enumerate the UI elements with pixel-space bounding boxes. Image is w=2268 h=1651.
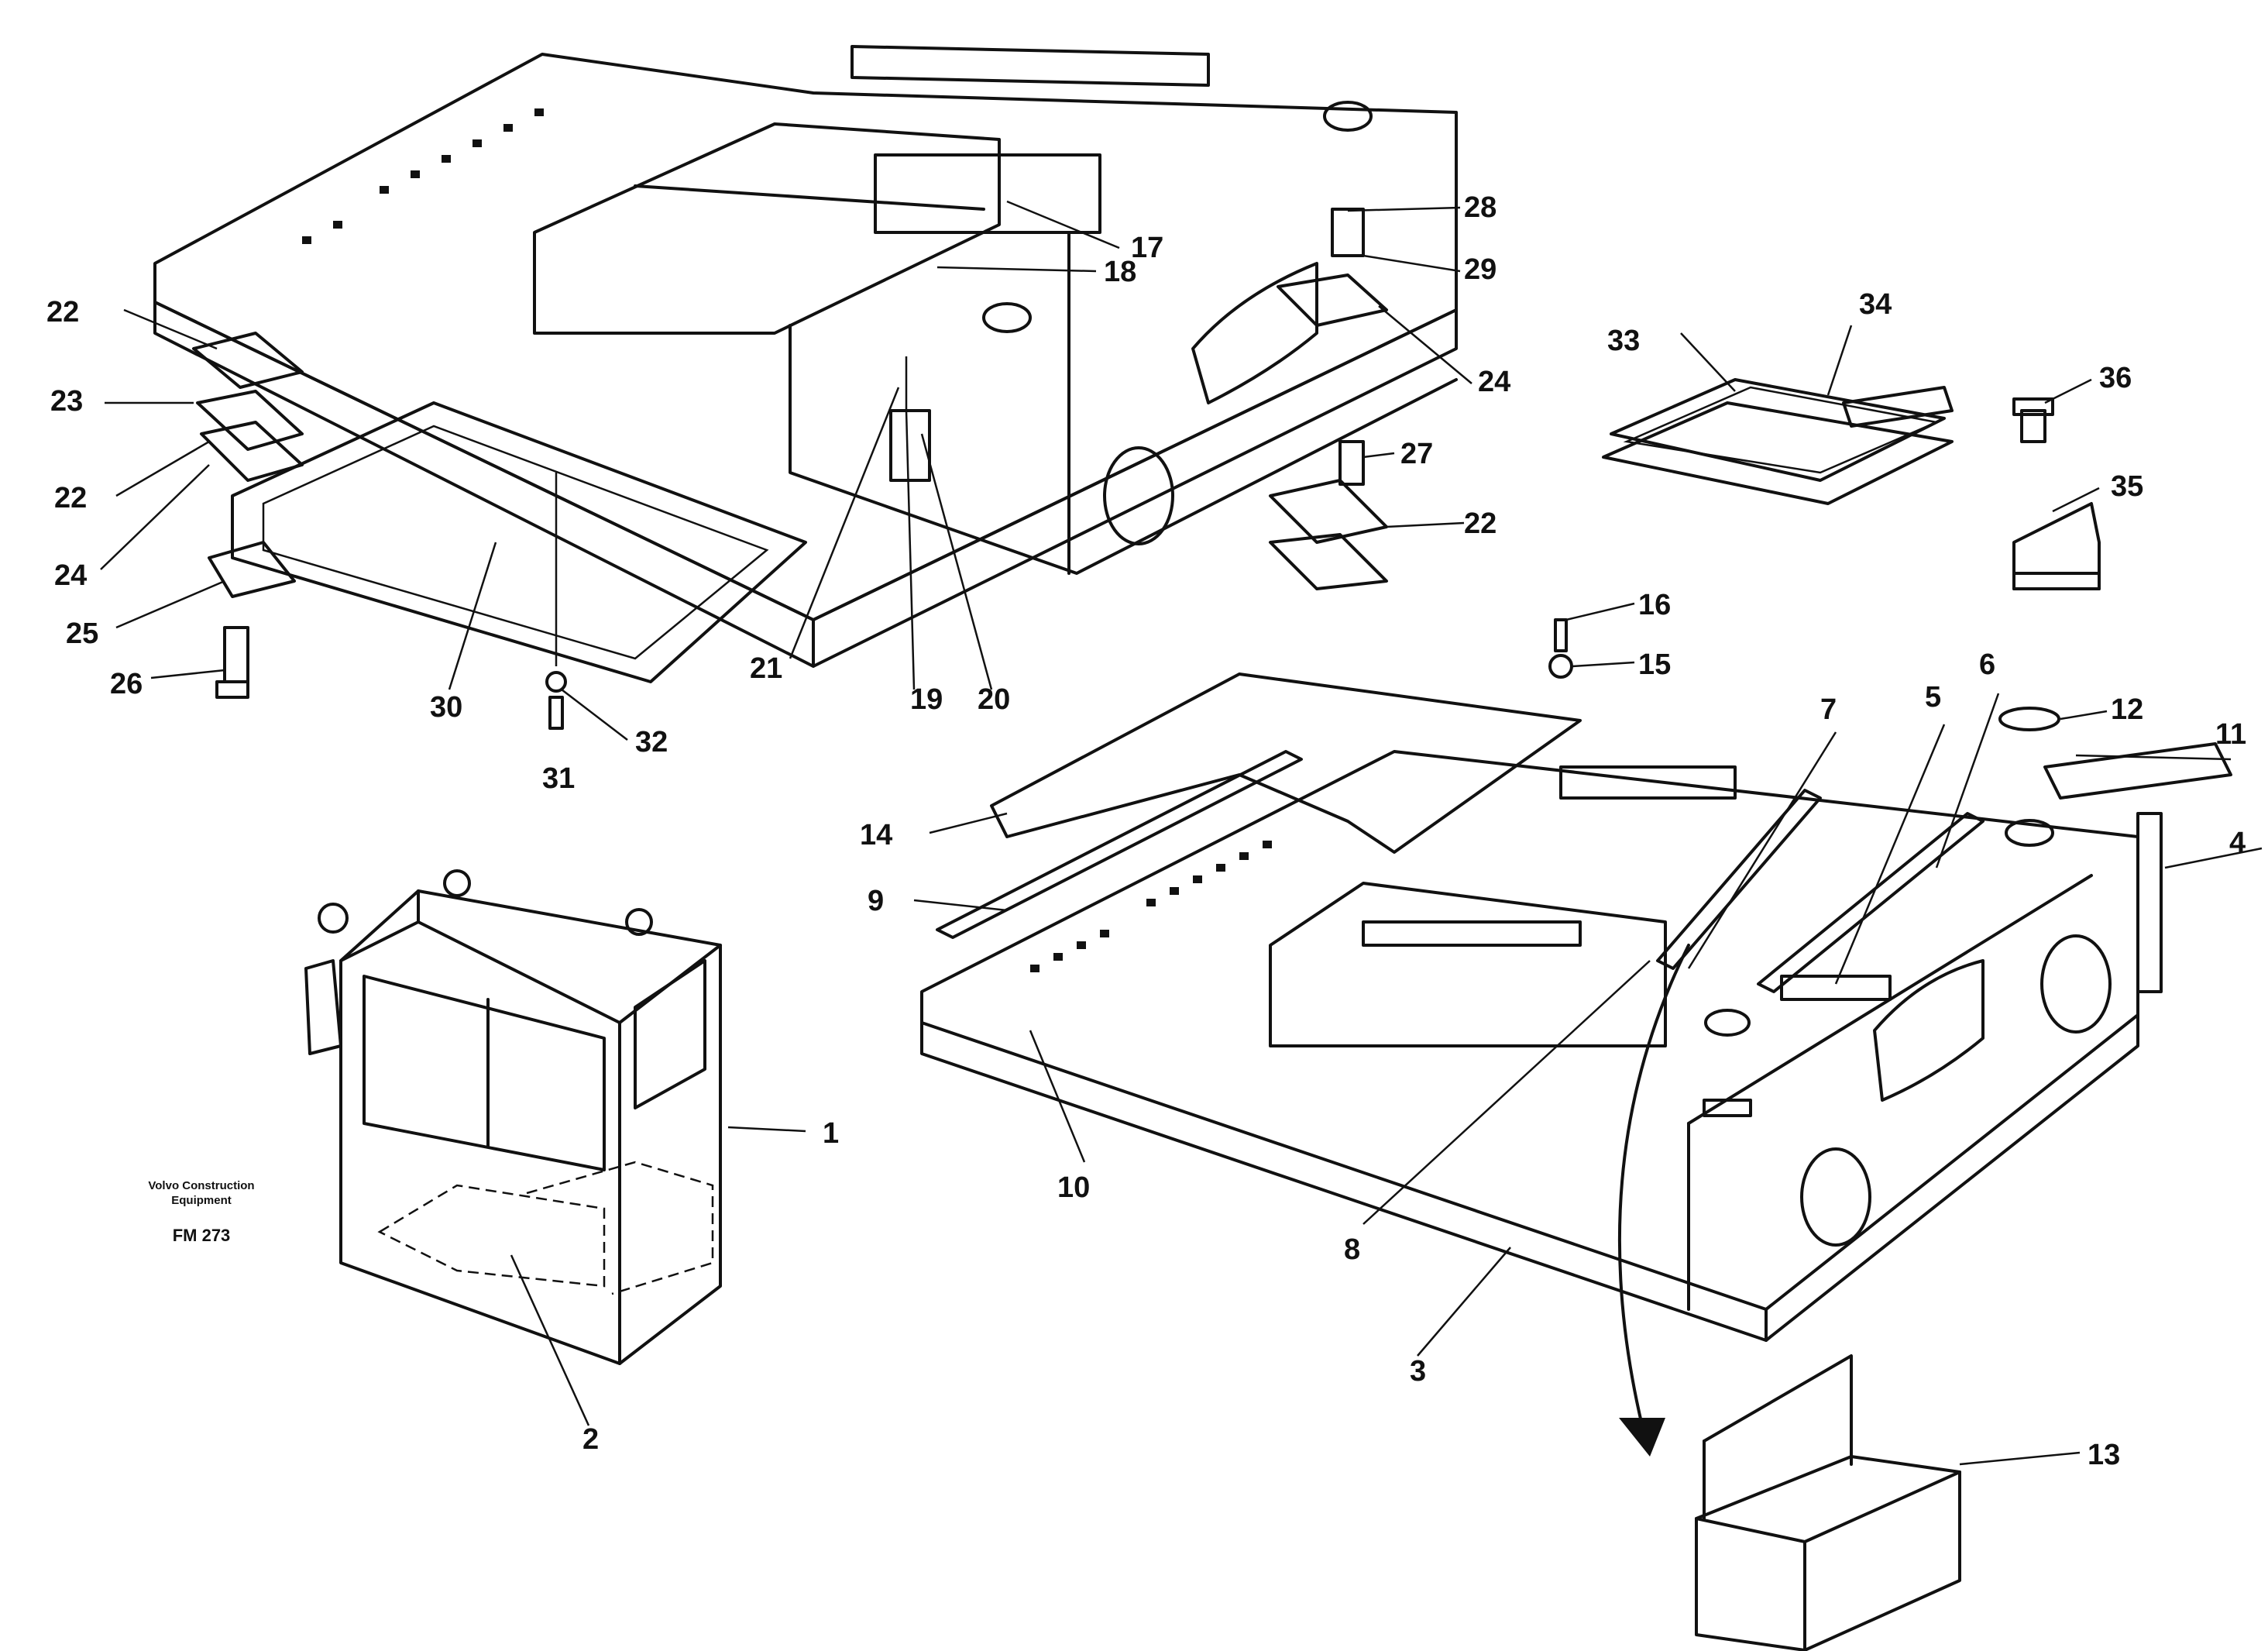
callout-10: 10 [1057,1171,1090,1204]
callout-11: 11 [2215,718,2246,751]
callout-8: 8 [1344,1233,1360,1266]
callout-27: 27 [1400,438,1433,470]
upper-frame-assembly [153,45,1458,730]
callout-36: 36 [2099,362,2132,394]
callout-5: 5 [1925,681,1941,714]
callout-19: 19 [910,683,943,716]
callout-30: 30 [430,691,462,724]
callout-34: 34 [1859,288,1892,321]
callout-6: 6 [1979,648,1995,681]
callout-20: 20 [978,683,1010,716]
callout-9: 9 [868,885,884,917]
stamp-company-line2: Equipment [171,1194,232,1207]
callout-31: 31 [542,762,575,795]
callout-28: 28 [1464,191,1497,224]
callout-16: 16 [1638,589,1671,621]
callout-25: 25 [66,617,98,650]
callout-14: 14 [860,819,892,851]
stamp-code: FM 273 [173,1226,231,1245]
callout-22b: 22 [54,482,87,514]
callout-24a: 24 [54,559,87,592]
diagram-stamp: Volvo Construction Equipment FM 273 [148,1179,254,1245]
callout-4: 4 [2229,827,2246,859]
callout-22c: 22 [1464,507,1497,540]
cab-assembly [304,869,722,1365]
callout-15: 15 [1638,648,1671,681]
callout-17: 17 [1131,232,1163,264]
tray-assembly [1695,1354,1961,1651]
leader-lines [100,200,2263,1466]
callout-24b: 24 [1478,366,1510,398]
callout-33: 33 [1607,325,1640,357]
callout-13: 13 [2088,1439,2120,1471]
callout-18: 18 [1104,256,1136,288]
callout-labels: 1 2 3 4 5 6 7 8 9 10 11 12 13 14 15 16 1… [46,191,2246,1471]
callout-7: 7 [1820,693,1837,726]
small-parts [1602,378,2101,590]
stamp-company: Volvo Construction [148,1179,254,1192]
callout-35: 35 [2111,470,2143,503]
callout-29: 29 [1464,253,1497,286]
callout-23: 23 [50,385,83,418]
callout-1: 1 [823,1117,839,1150]
callout-2: 2 [582,1423,599,1456]
callout-22a: 22 [46,296,79,328]
callout-21: 21 [750,652,782,685]
callout-26: 26 [110,668,143,700]
arrow-head-icon [1619,1418,1665,1457]
lower-frame-assembly [920,618,2232,1342]
callout-32: 32 [635,726,668,758]
callout-3: 3 [1410,1355,1426,1388]
callout-12: 12 [2111,693,2143,726]
flow-arrow [1617,944,1690,1427]
